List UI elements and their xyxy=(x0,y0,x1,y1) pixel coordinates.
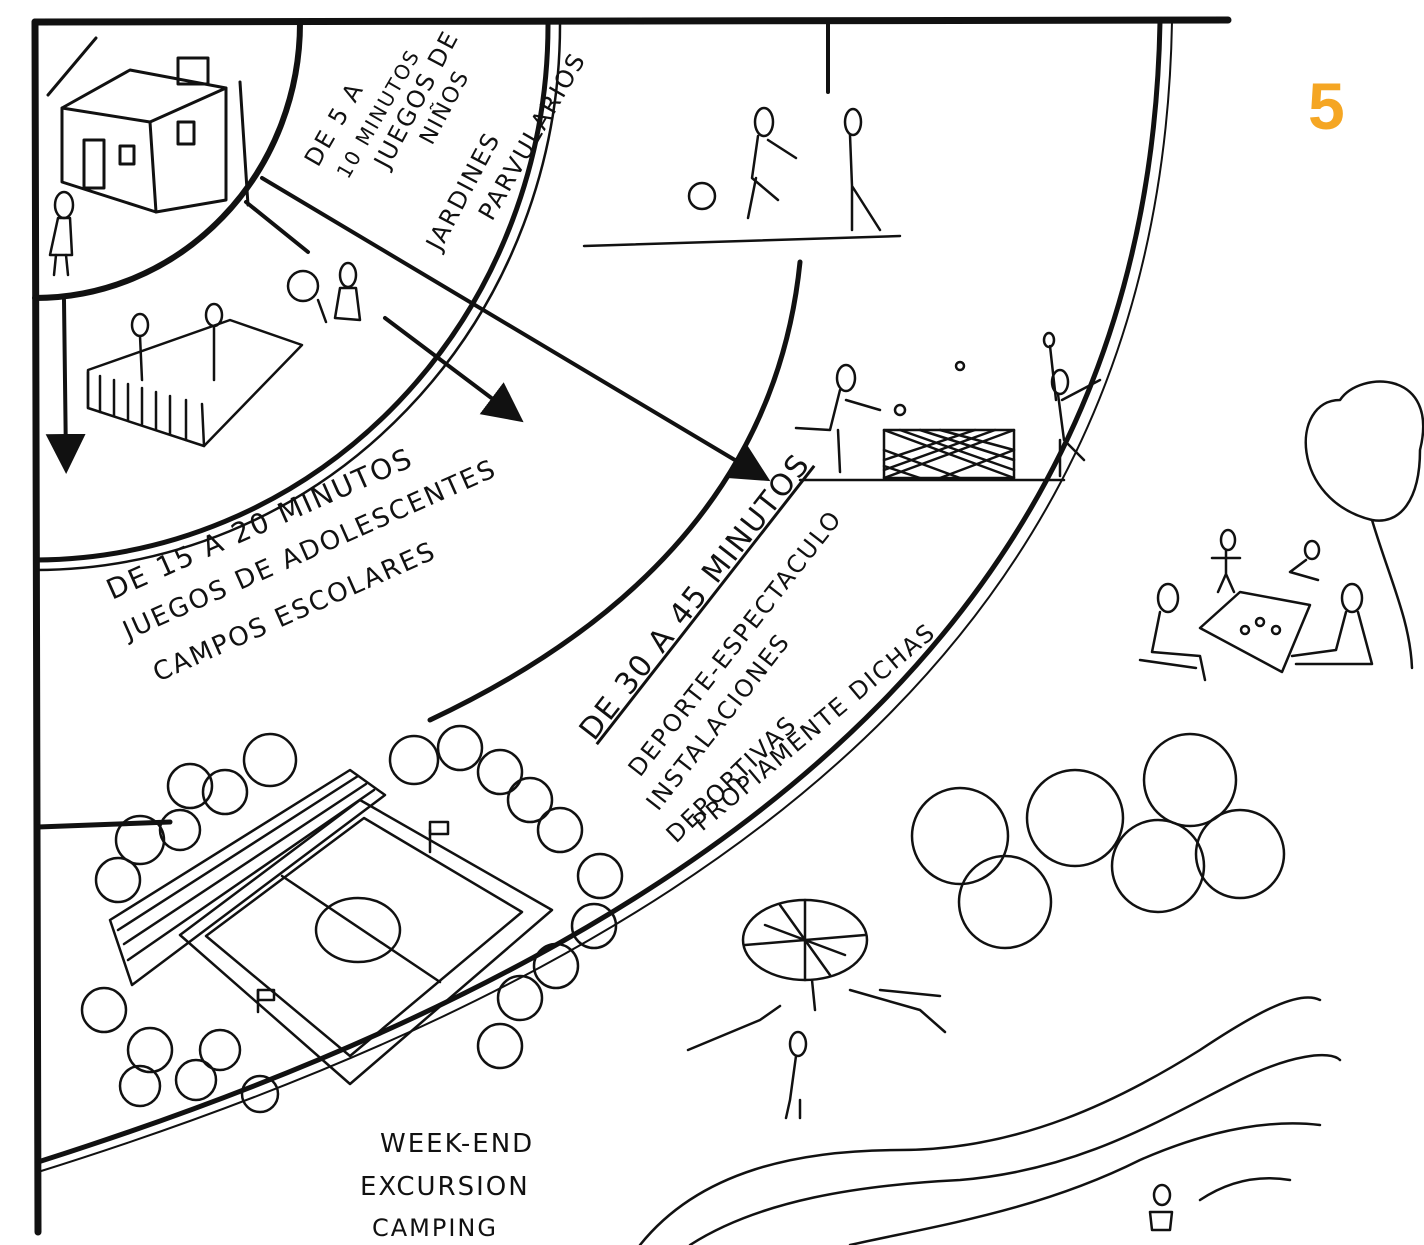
zone-ring-arcs xyxy=(32,19,1173,1173)
page-number: 5 xyxy=(1308,69,1345,143)
zone4-line1: WEEK-END xyxy=(380,1129,534,1159)
stadium-sketch xyxy=(108,768,554,1086)
frame-axes xyxy=(31,16,1232,1236)
tennis-players xyxy=(794,331,1102,482)
zone2-label: DE 15 A 20 MINUTOS JUEGOS DE ADOLESCENTE… xyxy=(101,441,501,688)
zone3-label: DE 30 A 45 MINUTOS DEPORTE-ESPECTACULO I… xyxy=(573,447,942,848)
zone4-line2: EXCURSION xyxy=(360,1172,530,1202)
travel-arrows xyxy=(45,176,771,482)
beach-scene xyxy=(638,898,1342,1245)
child-figures xyxy=(48,190,362,324)
tree-clusters xyxy=(80,724,1286,1114)
running-players xyxy=(582,106,902,248)
schoolyard-court xyxy=(86,302,304,448)
picnic-scene xyxy=(1138,380,1424,682)
house-sketch xyxy=(46,36,250,214)
zone4-label: WEEK-END EXCURSION CAMPING xyxy=(360,1129,534,1242)
zone4-line3: CAMPING xyxy=(372,1214,498,1242)
